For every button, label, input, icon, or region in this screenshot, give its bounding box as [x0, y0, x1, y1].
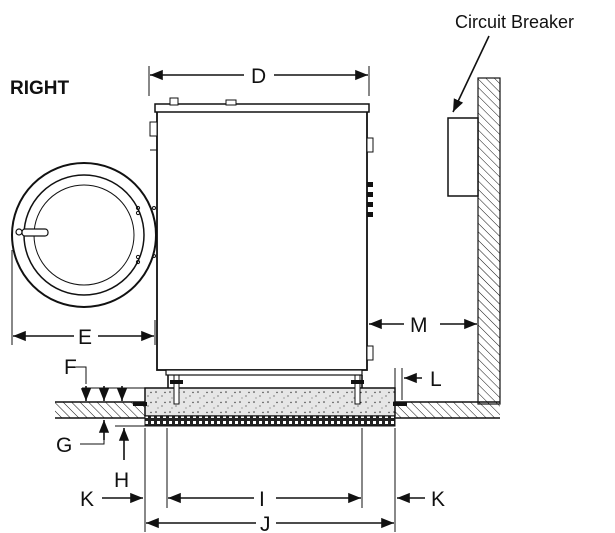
dimension-K-left: K: [80, 488, 143, 511]
dimension-D: D: [148, 65, 370, 96]
svg-text:K: K: [431, 488, 445, 511]
dimension-K-right: K: [397, 488, 445, 511]
svg-text:M: M: [410, 314, 428, 337]
svg-text:E: E: [78, 326, 92, 349]
dimension-G: G: [56, 420, 110, 457]
dimension-L: L: [394, 368, 442, 400]
svg-text:J: J: [260, 513, 271, 533]
svg-text:L: L: [430, 368, 442, 391]
svg-text:G: G: [56, 434, 72, 457]
circuit-breaker-box: [447, 117, 479, 197]
vent-bumps: [367, 182, 373, 217]
circuit-breaker-label: Circuit Breaker: [455, 12, 574, 32]
dimension-E: E: [11, 250, 156, 349]
door-front-view: [11, 162, 157, 308]
svg-text:I: I: [259, 488, 265, 511]
circuit-breaker-pointer: [452, 35, 490, 113]
dimension-H: H: [114, 425, 145, 492]
svg-text:K: K: [80, 488, 94, 511]
dimension-J: J: [144, 428, 396, 533]
dimension-M: M: [369, 314, 477, 337]
machine-cabinet: [149, 97, 374, 388]
view-label: RIGHT: [10, 78, 70, 99]
svg-text:H: H: [114, 469, 129, 492]
svg-text:D: D: [251, 65, 266, 88]
dimension-F: F: [64, 356, 145, 401]
wall: [477, 77, 501, 405]
dimension-I: I: [166, 428, 363, 511]
svg-text:F: F: [64, 356, 77, 379]
